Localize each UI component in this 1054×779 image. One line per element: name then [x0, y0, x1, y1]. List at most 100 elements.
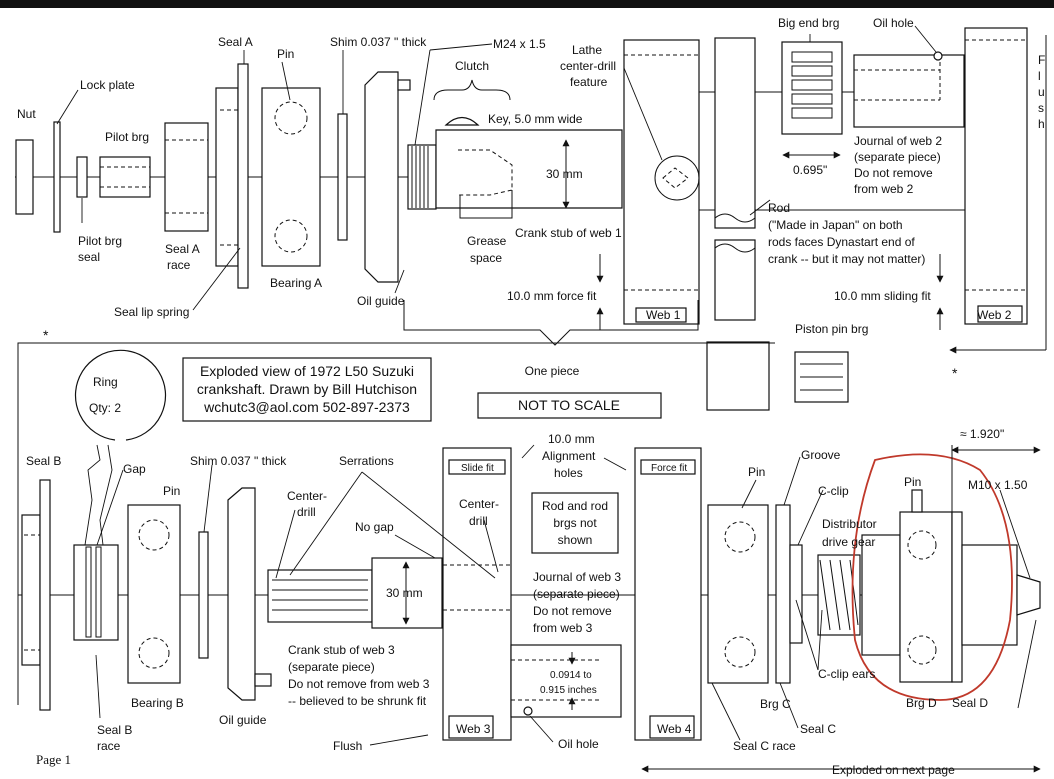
crank-stub-web1 [435, 129, 623, 209]
exploded-next-label: Exploded on next page [832, 763, 955, 777]
lock-plate-label: Lock plate [80, 78, 135, 92]
seal-b-race-1: Seal B [97, 723, 132, 737]
pilot-brg-label: Pilot brg [105, 130, 149, 144]
seal-a-label: Seal A [218, 35, 253, 49]
top-border [0, 0, 1054, 8]
asterisk-right: * [952, 365, 958, 381]
alignment-2: Alignment [542, 449, 596, 463]
seal-b-race-2: race [97, 739, 121, 753]
distributor-1: Distributor [822, 517, 877, 531]
pilot-brg-seal-label-1: Pilot brg [78, 234, 122, 248]
journal-web3-part [510, 644, 622, 718]
lathe-label-3: feature [570, 75, 608, 89]
journal-web2-part [853, 54, 965, 128]
shim-a-label: Shim 0.037 " thick [330, 35, 427, 49]
svg-text:l: l [1038, 69, 1041, 83]
seal-d-label: Seal D [952, 696, 988, 710]
seal-d-part [951, 511, 963, 683]
m24-label: M24 x 1.5 [493, 37, 546, 51]
gap-label: Gap [123, 462, 146, 476]
oil-hole-bottom-label: Oil hole [558, 737, 599, 751]
title-text: Exploded view of 1972 L50 Suzuki cranksh… [197, 363, 417, 415]
c-clip-label: C-clip [818, 484, 849, 498]
center-drill-left-1: Center- [287, 489, 327, 503]
web3-part [442, 447, 512, 741]
pilot-brg-seal-label-2: seal [78, 250, 100, 264]
oil-guide-a-label: Oil guide [357, 294, 405, 308]
dim-0695-label: 0.695" [793, 163, 827, 177]
one-piece-label: One piece [525, 364, 580, 378]
seal-c-race-label: Seal C race [733, 739, 796, 753]
slide-fit-label: Slide fit [461, 463, 494, 474]
force-fit-top-label: 10.0 mm force fit [507, 289, 597, 303]
oil-guide-b-part [227, 487, 256, 701]
thread-lines [411, 146, 429, 208]
journal-web3-4: from web 3 [533, 621, 593, 635]
web1-part [623, 39, 700, 325]
shim-b-label: Shim 0.037 " thick [190, 454, 287, 468]
clutch-brace [433, 79, 511, 101]
distributor-2: drive gear [822, 535, 875, 549]
bearing-a-part [261, 87, 321, 267]
crank-stub-web3-3: Do not remove from web 3 [288, 677, 430, 691]
title-line3: wchutc3@aol.com 502-897-2373 [203, 399, 410, 415]
rod-box-2: brgs not [553, 516, 597, 530]
web1-label: Web 1 [646, 308, 681, 322]
rod-note-1: Rod [768, 201, 790, 215]
ring-label: Ring [93, 375, 118, 389]
rod-lower [714, 239, 756, 321]
bearing-a-ball-top [274, 101, 308, 135]
rod-note-4: crank -- but it may not matter) [768, 252, 925, 266]
nut-part [15, 139, 34, 215]
page-label: Page 1 [36, 752, 71, 767]
lathe-label-1: Lathe [572, 43, 602, 57]
web4-part [634, 447, 702, 741]
flush-vertical: F l u s h [1038, 53, 1045, 131]
oil-guide-a-part [364, 71, 399, 283]
grease-label-1: Grease [467, 234, 507, 248]
title-line2: crankshaft. Drawn by Bill Hutchison [197, 381, 417, 397]
brg-d-label: Brg D [906, 696, 937, 710]
alignment-3: holes [554, 466, 583, 480]
c-clip-ears-label: C-clip ears [818, 667, 875, 681]
gear-teeth [819, 559, 859, 631]
journal-web2-1: Journal of web 2 [854, 134, 942, 148]
lathe-label-2: center-drill [560, 59, 616, 73]
rod-box-1: Rod and rod [542, 499, 608, 513]
pin-a-label: Pin [277, 47, 294, 61]
pin-b-label: Pin [163, 484, 180, 498]
center-drill-left-2: drill [297, 505, 316, 519]
not-to-scale-box [477, 392, 662, 419]
serrations-label: Serrations [339, 454, 394, 468]
pilot-brg-part [99, 156, 151, 198]
brg-d-part [899, 511, 953, 683]
asterisk-left: * [43, 327, 49, 343]
title-box [182, 357, 432, 422]
key-part [444, 116, 480, 126]
journal-web3-2: (separate piece) [533, 587, 620, 601]
journal-web2-4: from web 2 [854, 182, 914, 196]
crank-stub-web3-1: Crank stub of web 3 [288, 643, 395, 657]
bottom-labels: Ring Qty: 2 Seal B Gap Pin Bearing B Sea… [26, 375, 1028, 753]
dim-30mm-top: 30 mm [546, 167, 583, 181]
title-line1: Exploded view of 1972 L50 Suzuki [200, 363, 414, 379]
sliding-fit-label: 10.0 mm sliding fit [834, 289, 931, 303]
crank-stub-web3-2: (separate piece) [288, 660, 375, 674]
m10-label: M10 x 1.50 [968, 478, 1028, 492]
rod-box [531, 492, 619, 554]
grease-label-2: space [470, 251, 502, 265]
lock-plate-part [53, 121, 61, 233]
dim-0914-2: 0.915 inches [540, 685, 597, 696]
svg-text:F: F [1038, 53, 1045, 67]
serrated-stub [267, 569, 373, 623]
dim-1920-label: ≈ 1.920" [960, 427, 1004, 441]
one-piece-brace [403, 300, 699, 346]
seal-b-part [21, 514, 41, 666]
web2-part [964, 27, 1028, 325]
seal-lip-spring-label: Seal lip spring [114, 305, 189, 319]
no-gap-label: No gap [355, 520, 394, 534]
big-end-rollers [791, 51, 833, 119]
svg-text:u: u [1038, 85, 1045, 99]
